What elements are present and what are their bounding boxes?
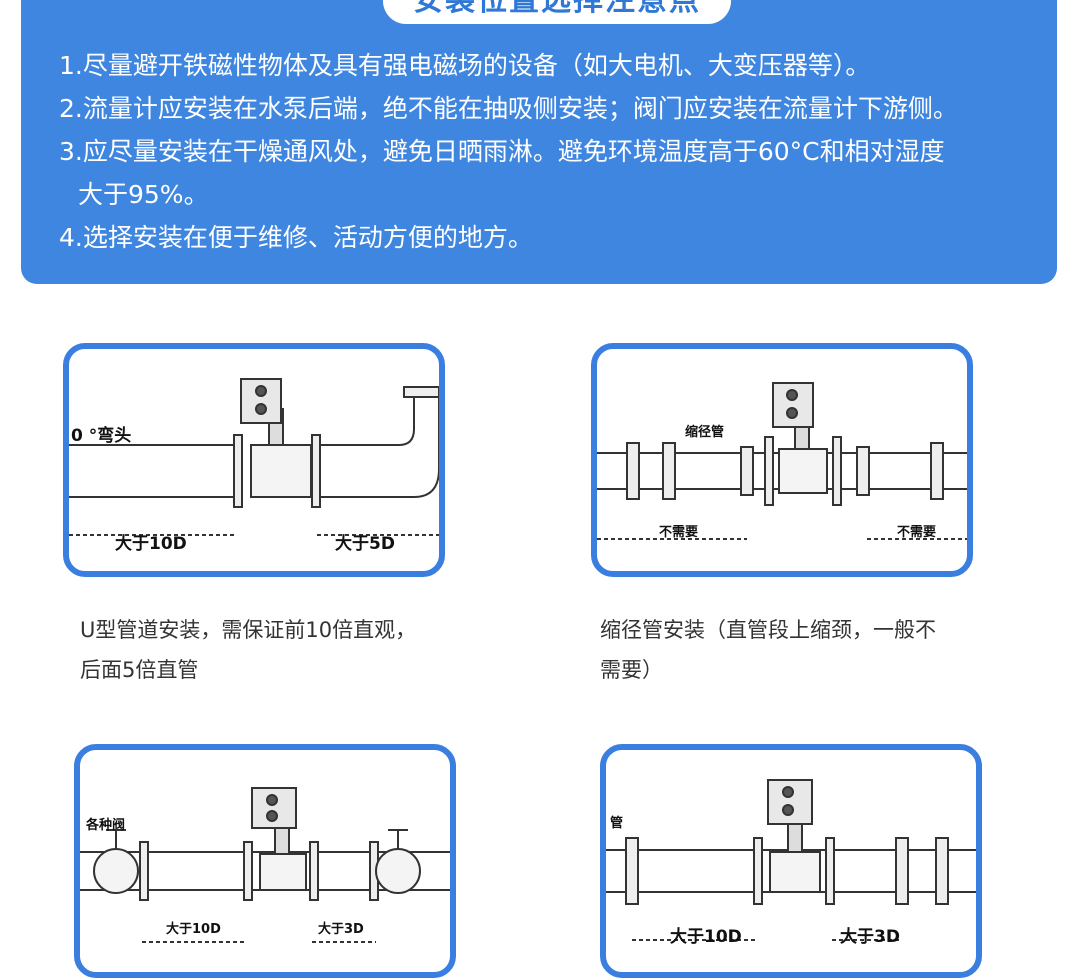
diagram-valves: 各种阀 大于10D 大于3D (74, 744, 456, 978)
diagram-right-label: 不需要 (897, 525, 937, 540)
diagram-top-label: 各种阀 (86, 818, 126, 833)
diagram-top-label: 管 (610, 816, 624, 831)
notice-list: 1.尽量避开铁磁性物体及具有强电磁场的设备（如大电机、大变压器等）。 2.流量计… (59, 44, 1049, 259)
diagram-left-label: 大于10D (670, 927, 742, 947)
caption-u-pipe: U型管道安装，需保证前10倍直观， 后面5倍直管 (80, 618, 417, 682)
diagram-reducer: 缩径管 不需要 不需要 (591, 343, 973, 577)
diagram-right-label: 大于5D (335, 534, 395, 554)
pipe-diagram-drawing (597, 382, 967, 540)
diagram-right-label: 大于3D (318, 922, 364, 937)
pipe-diagram-drawing (69, 378, 439, 536)
notice-item-1: 1.尽量避开铁磁性物体及具有强电磁场的设备（如大电机、大变压器等）。 (59, 51, 871, 80)
pipe-diagram-drawing (80, 787, 450, 943)
diagram-straight-pipe: 管 大于10D 大于3D (600, 744, 982, 978)
diagram-top-label: 0 °弯头 (71, 426, 132, 446)
diagram-right-label: 大于3D (840, 927, 900, 947)
notice-title: 安装位置选择注意点 (383, 0, 731, 24)
pipe-diagram-drawing (606, 779, 976, 941)
diagram-top-label: 缩径管 (685, 425, 725, 440)
diagram-left-label: 大于10D (115, 534, 187, 554)
notice-item-4: 4.选择安装在便于维修、活动方便的地方。 (59, 223, 533, 252)
notice-item-3: 3.应尽量安装在干燥通风处，避免日晒雨淋。避免环境温度高于60°C和相对湿度 大… (59, 137, 945, 209)
notice-item-2: 2.流量计应安装在水泵后端，绝不能在抽吸侧安装；阀门应安装在流量计下游侧。 (59, 94, 958, 123)
notice-panel: 安装位置选择注意点 1.尽量避开铁磁性物体及具有强电磁场的设备（如大电机、大变压… (21, 0, 1057, 284)
diagram-left-label: 大于10D (166, 922, 221, 937)
diagram-left-label: 不需要 (659, 525, 699, 540)
diagram-u-pipe: 0 °弯头 大于10D 大于5D (63, 343, 445, 577)
caption-reducer: 缩径管安装（直管段上缩颈，一般不 需要） (600, 618, 936, 682)
